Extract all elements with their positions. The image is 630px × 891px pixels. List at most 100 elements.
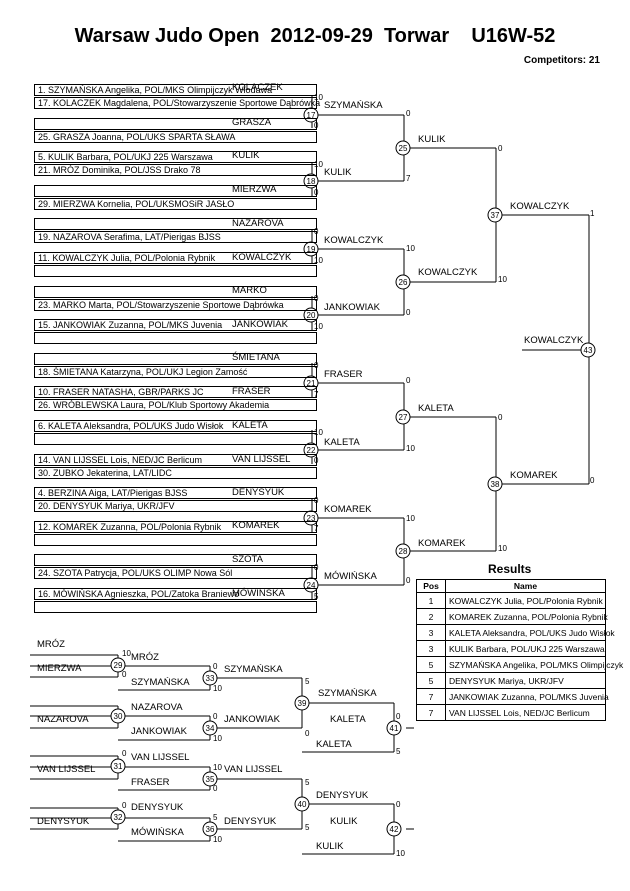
score-label: 10 <box>213 684 222 693</box>
score-label: 10 <box>406 514 415 523</box>
match-number-circle <box>386 720 402 736</box>
match-number-circle <box>110 758 126 774</box>
score-label: 0 <box>314 456 319 465</box>
match-number-circle <box>110 657 126 673</box>
competitor-label: KOWALCZYK <box>418 267 478 278</box>
results-name: KULIK Barbara, POL/UKJ 225 Warszawa <box>445 640 606 657</box>
entry-box: 1. SZYMAŃSKA Angelika, POL/MKS Olimpijcz… <box>34 84 317 96</box>
entry-box: 15. JANKOWIAK Zuzanna, POL/MKS Juvenia <box>34 319 317 331</box>
competitor-label: KALETA <box>316 739 352 750</box>
competitor-label: KOWALCZYK <box>232 252 292 263</box>
competitor-label: KULIK <box>232 150 260 161</box>
score-label: 0 <box>314 121 319 130</box>
entry-box: 30. ZUBKO Jekaterina, LAT/LIDC <box>34 467 317 479</box>
competitor-label: SZYMAŃSKA <box>224 664 283 675</box>
score-label: 10 <box>314 93 323 102</box>
match-number-circle <box>303 442 319 458</box>
entry-box: 10. FRASER NATASHA, GBR/PARKS JC <box>34 386 317 398</box>
match-number-circle <box>202 720 218 736</box>
competitor-label: KOLACZEK <box>232 82 283 93</box>
results-pos: 3 <box>416 624 446 641</box>
score-label: 10 <box>396 849 405 858</box>
competitor-label: ŚMIETANA <box>232 352 280 363</box>
match-number: 18 <box>307 177 316 186</box>
score-label: 5 <box>314 592 319 601</box>
match-number: 39 <box>298 699 307 708</box>
competitors-count: Competitors: 21 <box>523 55 600 66</box>
match-number: 43 <box>584 346 593 355</box>
entry-box: 18. ŚMIETANA Katarzyna, POL/UKJ Legion Z… <box>34 366 317 378</box>
score-label: 10 <box>314 256 323 265</box>
entry-box: 17. KOLACZEK Magdalena, POL/Stowarzyszen… <box>34 97 320 109</box>
results-header-row: Pos Name <box>416 579 606 593</box>
score-label: 0 <box>213 712 218 721</box>
entry-box: 14. VAN LIJSSEL Lois, NED/JC Berlicum <box>34 454 317 466</box>
results-pos: 2 <box>416 608 446 625</box>
score-label: 10 <box>122 649 131 658</box>
results-name: KOMAREK Zuzanna, POL/Polonia Rybnik <box>445 608 608 625</box>
competitor-label: GRASZA <box>232 117 272 128</box>
entry-box <box>34 286 317 298</box>
competitor-label: MÓWIŃSKA <box>324 571 377 582</box>
results-title: Results <box>488 562 532 576</box>
competitor-label: KULIK <box>324 167 352 178</box>
match-number-circle <box>294 695 310 711</box>
match-number: 35 <box>206 775 215 784</box>
match-number: 38 <box>491 480 500 489</box>
competitor-label: KALETA <box>330 714 366 725</box>
score-label: 0 <box>396 800 401 809</box>
entry-box: 25. GRASZA Joanna, POL/UKS SPARTA SŁAWA <box>34 131 317 143</box>
competitor-label: JANKOWIAK <box>131 726 187 737</box>
match-number-circle <box>395 274 411 290</box>
match-number: 27 <box>399 413 408 422</box>
match-number: 37 <box>491 211 500 220</box>
score-label: 0 <box>314 227 319 236</box>
entry-box <box>34 218 317 230</box>
entry-box <box>34 265 317 277</box>
score-label: 0 <box>314 563 319 572</box>
score-label: 10 <box>213 734 222 743</box>
score-label: 0 <box>406 576 411 585</box>
match-number-circle <box>395 409 411 425</box>
match-number: 33 <box>206 674 215 683</box>
competitor-label: FRASER <box>131 777 170 788</box>
competitor-label: KALETA <box>232 420 268 431</box>
entry-box: 5. KULIK Barbara, POL/UKJ 225 Warszawa <box>34 151 317 163</box>
score-label: 0 <box>396 712 401 721</box>
score-label: 0 <box>122 749 127 758</box>
score-label: 0 <box>305 729 310 738</box>
results-name: DENYSYUK Mariya, UKR/JFV <box>445 672 606 689</box>
competitor-label: DENYSYUK <box>224 816 277 827</box>
score-label: 1 <box>590 209 595 218</box>
score-label: 0 <box>314 294 319 303</box>
results-pos: 3 <box>416 640 446 657</box>
score-label: 7 <box>314 390 319 399</box>
competitor-label: JANKOWIAK <box>324 302 380 313</box>
competitor-label: DENYSYUK <box>37 816 90 827</box>
match-number-circle <box>110 708 126 724</box>
match-number: 34 <box>206 724 215 733</box>
competitor-label: KOWALCZYK <box>324 235 384 246</box>
competitor-label: VAN LIJSSEL <box>131 752 190 763</box>
match-number-circle <box>487 476 503 492</box>
score-label: 0 <box>314 361 319 370</box>
competitor-label: JANKOWIAK <box>224 714 280 725</box>
score-label: 0 <box>498 413 503 422</box>
entry-box: 4. BERZINA Aiga, LAT/Pierigas BJSS <box>34 487 317 499</box>
match-number: 22 <box>307 446 316 455</box>
match-number-circle <box>386 821 402 837</box>
competitor-label: NAZAROVA <box>131 702 183 713</box>
competitor-label: MÓWIŃSKA <box>131 827 184 838</box>
competitor-label: KALETA <box>324 437 360 448</box>
match-number-circle <box>395 140 411 156</box>
match-number: 40 <box>298 800 307 809</box>
match-number: 23 <box>307 514 316 523</box>
score-label: 0 <box>213 784 218 793</box>
competitor-label: KOWALCZYK <box>524 335 584 346</box>
score-label: 0 <box>314 496 319 505</box>
